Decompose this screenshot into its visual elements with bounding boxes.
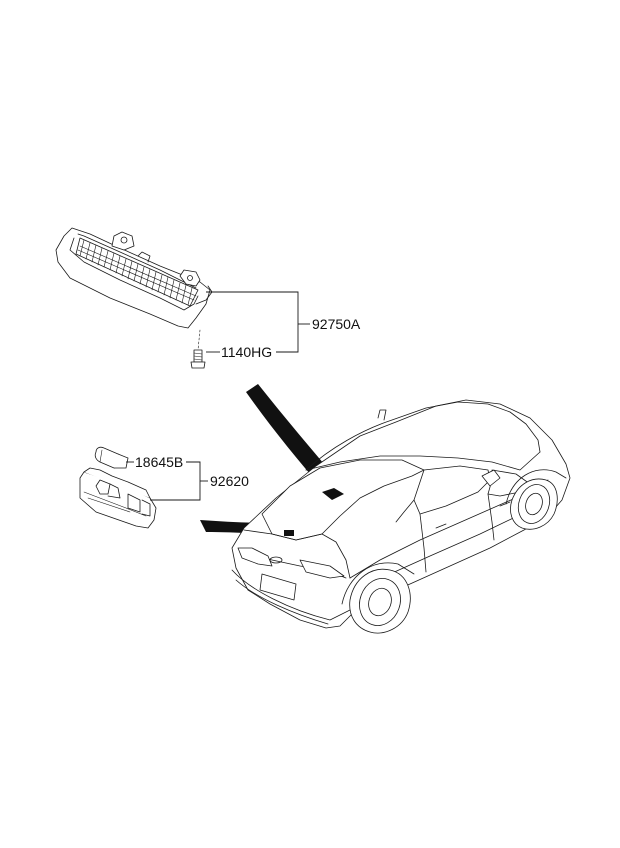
high-mount-stop-lamp — [55, 227, 213, 351]
callout-92750A: 92750A — [312, 316, 361, 332]
bulb-18645b — [94, 446, 129, 469]
sedan-car — [231, 399, 571, 634]
car-license-lamp-marker — [284, 530, 294, 536]
lamp-led-segments — [77, 239, 197, 306]
lamp-leaders — [206, 291, 310, 353]
car-hmsl-marker — [322, 488, 344, 500]
callout-1140HG: 1140HG — [221, 344, 272, 360]
license-leaders — [126, 461, 208, 501]
callout-18645B: 18645B — [135, 454, 183, 470]
license-lamp-92620 — [79, 467, 157, 529]
callout-92620: 92620 — [210, 473, 249, 489]
bolt-1140hg — [190, 349, 206, 369]
